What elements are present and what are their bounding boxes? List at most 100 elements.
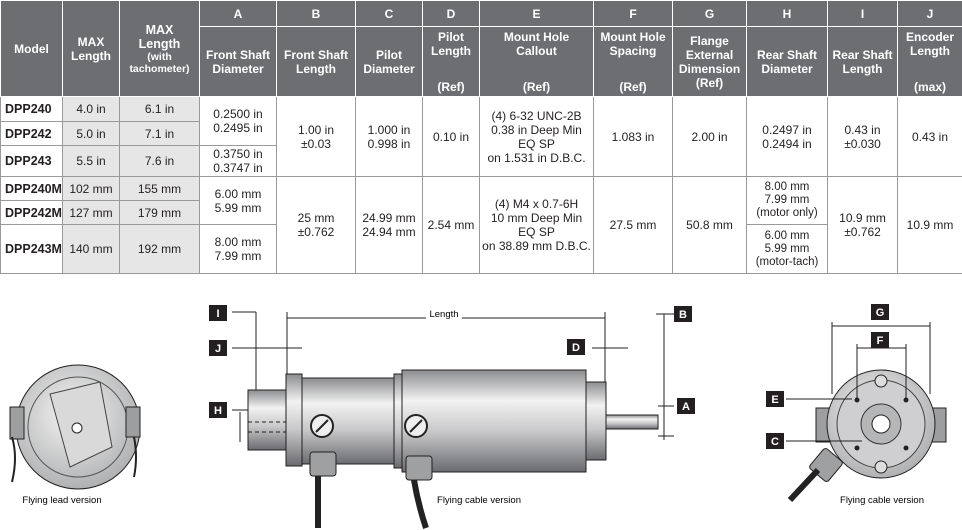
c-cell: 24.99 mm 24.94 mm [355,176,423,274]
header-e-ref: (Ref) [522,79,551,94]
max-length-tach-cell: 7.1 in [119,121,200,146]
max-length-cell: 140 mm [62,224,120,274]
d-cell: 0.10 in [422,96,480,177]
callout-e: E [766,391,784,407]
header-letter-b: B [276,0,356,27]
h-cell: 8.00 mm 7.99 mm (motor only) [746,176,828,225]
flying-cable-side-view: Length I J H D B [209,305,695,529]
h-cell: 6.00 mm 5.99 mm (motor-tach) [746,224,828,274]
flying-lead-end-view: Flying lead version [9,364,141,506]
b-cell: 25 mm ±0.762 [276,176,356,274]
g-cell: 50.8 mm [672,176,747,274]
header-letter-g: G [672,0,747,27]
header-j-encoder-length: Encoder Length (max) [897,26,962,97]
header-f-mount-hole-spacing: Mount Hole Spacing (Ref) [593,26,673,97]
model-cell: DPP240 [0,96,63,122]
e-cell: (4) M4 x 0.7-6H 10 mm Deep Min EQ SP on … [479,176,594,274]
f-cell: 27.5 mm [593,176,673,274]
header-c-pilot-diameter: Pilot Diameter [355,26,423,97]
max-length-cell: 4.0 in [62,96,120,122]
header-letter-d: D [422,0,480,27]
max-length-tach-cell: 179 mm [119,200,200,225]
max-length-cell: 5.0 in [62,121,120,146]
table-row: DPP243 5.5 in 7.6 in 0.3750 in 0.3747 in [0,145,962,177]
header-f-ref: (Ref) [619,79,647,94]
header-letter-e: E [479,0,594,27]
header-d-ref: (Ref) [437,79,465,94]
callout-d: D [567,339,585,355]
svg-text:E: E [771,394,778,406]
svg-text:A: A [682,401,690,413]
j-cell: 0.43 in [897,96,962,177]
model-cell: DPP242 [0,121,63,146]
model-cell: DPP240M [0,176,63,201]
callout-f: F [871,332,889,348]
callout-a: A [677,398,695,414]
max-length-cell: 102 mm [62,176,120,201]
header-letter-h: H [746,0,828,27]
a-cell: 8.00 mm 7.99 mm [199,224,277,274]
dimension-drawings: Flying lead version Length [9,304,947,529]
svg-text:H: H [214,405,222,417]
h-cell: 0.2497 in 0.2494 in [746,96,828,177]
table-row: DPP240 4.0 in 6.1 in 0.2500 in 0.2495 in… [0,96,962,177]
d-cell: 2.54 mm [422,176,480,274]
table-row: DPP242 5.0 in 7.1 in [0,121,962,146]
c-cell: 1.000 in 0.998 in [355,96,423,177]
header-max-length-tach-sub: (with tachometer) [129,50,190,75]
max-length-tach-cell: 192 mm [119,224,200,274]
svg-text:C: C [771,436,779,448]
svg-text:I: I [216,308,219,320]
header-g-flange-external-dimension: Flange External Dimension (Ref) [672,26,747,97]
e-cell: (4) 6-32 UNC-2B 0.38 in Deep Min EQ SP o… [479,96,594,177]
svg-text:B: B [679,309,687,321]
header-j-main: Encoder Length [905,29,954,58]
max-length-tach-cell: 7.6 in [119,145,200,177]
header-max-length-tach: MAX Length(with tachometer) [119,0,200,97]
left-caption: Flying lead version [22,495,101,506]
svg-text:F: F [877,335,884,347]
header-f-main: Mount Hole Spacing [600,29,666,58]
header-b-front-shaft-length: Front Shaft Length [276,26,356,97]
callout-c: C [766,433,784,449]
callout-i: I [209,305,227,321]
header-a-front-shaft-diameter: Front Shaft Diameter [199,26,277,97]
g-cell: 2.00 in [672,96,747,177]
header-letter-i: I [827,0,898,27]
header-letter-c: C [355,0,423,27]
a-cell: 0.2500 in 0.2495 in [199,96,277,146]
header-letter-f: F [593,0,673,27]
callout-b: B [674,306,692,322]
specifications-table: Model MAX Length MAX Length(with tachome… [0,0,962,274]
callout-h: H [209,402,227,418]
header-max-length: MAX Length [62,0,120,97]
i-cell: 0.43 in ±0.030 [827,96,898,177]
header-e-mount-hole-callout: Mount Hole Callout(Ref) [479,26,594,97]
callout-j: J [209,340,227,356]
table-row: DPP243M 140 mm 192 mm 8.00 mm 7.99 mm 6.… [0,224,962,274]
svg-text:G: G [876,307,885,319]
header-d-pilot-length: Pilot Length (Ref) [422,26,480,97]
center-caption: Flying cable version [437,495,521,506]
a-cell: 0.3750 in 0.3747 in [199,145,277,177]
model-cell: DPP243 [0,145,63,177]
svg-text:J: J [215,343,221,355]
callout-g: G [871,304,889,320]
table-row: DPP240M 102 mm 155 mm 6.00 mm 5.99 mm 25… [0,176,962,274]
header-i-rear-shaft-length: Rear Shaft Length [827,26,898,97]
header-letter-j: J [897,0,962,27]
flying-cable-end-view: G F E C Flying cable version [766,304,947,506]
f-cell: 1.083 in [593,96,673,177]
length-dimension-label: Length [429,309,458,320]
right-caption: Flying cable version [840,495,924,506]
max-length-cell: 127 mm [62,200,120,225]
header-d-main: Pilot Length [431,29,471,58]
model-cell: DPP243M [0,224,63,274]
max-length-tach-cell: 155 mm [119,176,200,201]
i-cell: 10.9 mm ±0.762 [827,176,898,274]
header-j-ref: (max) [913,79,946,94]
j-cell: 10.9 mm [897,176,962,274]
header-letter-a: A [199,0,277,27]
model-cell: DPP242M [0,200,63,225]
header-max-length-tach-main: MAX Length [138,22,181,51]
